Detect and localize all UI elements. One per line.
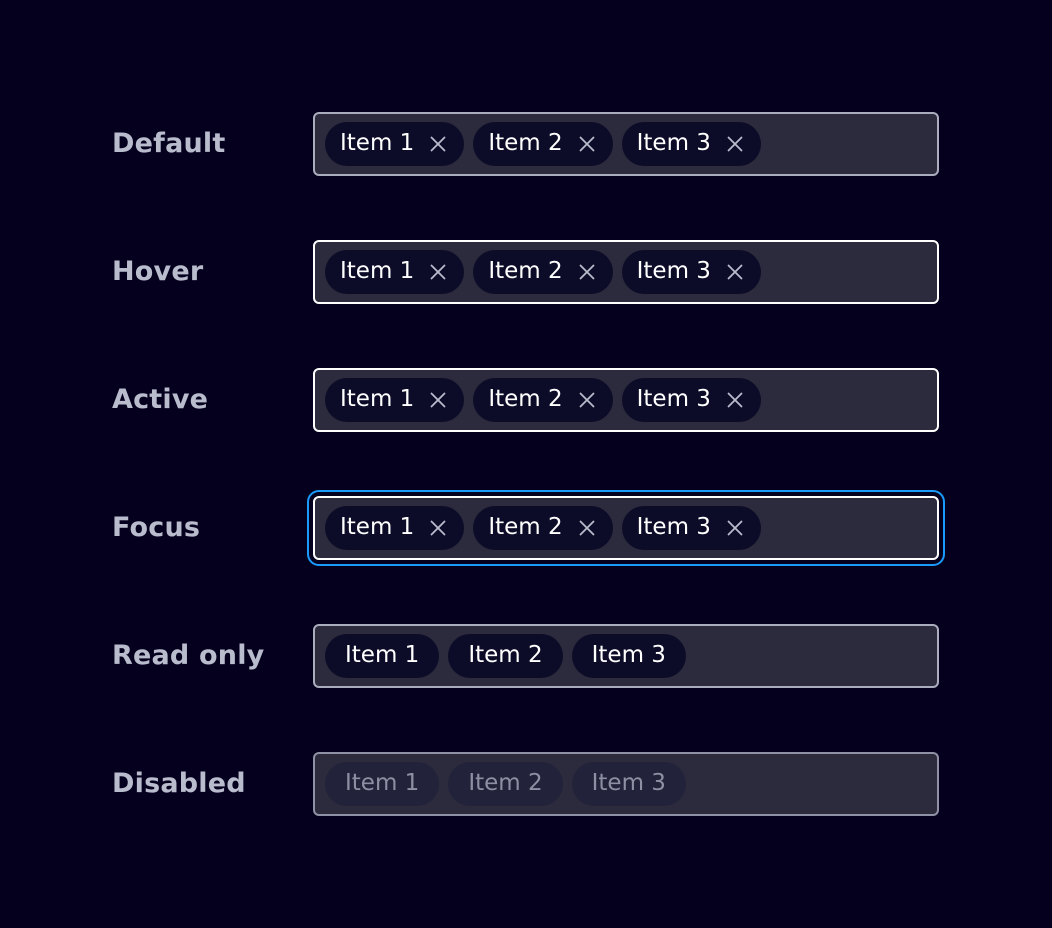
close-icon[interactable] [576, 133, 598, 155]
close-icon[interactable] [576, 517, 598, 539]
chip[interactable]: Item 3 [571, 634, 686, 678]
close-icon[interactable] [427, 517, 449, 539]
state-row-focus: Focus Item 1 Item 2 Item 3 [0, 490, 1052, 566]
chip[interactable]: Item 2 [473, 506, 613, 550]
chip-label: Item 3 [636, 129, 711, 156]
state-row-disabled: Disabled Item 1 Item 2 Item 3 [0, 752, 1052, 816]
chip: Item 1 [325, 762, 440, 806]
chip[interactable]: Item 2 [473, 250, 613, 294]
chip-label: Item 3 [591, 769, 666, 796]
state-label-focus: Focus [112, 512, 201, 543]
chip[interactable]: Item 1 [325, 506, 465, 550]
chip[interactable]: Item 2 [473, 122, 613, 166]
close-icon[interactable] [576, 389, 598, 411]
chip[interactable]: Item 2 [473, 378, 613, 422]
chip-field-hover[interactable]: Item 1 Item 2 Item 3 [313, 240, 939, 304]
close-icon[interactable] [724, 517, 746, 539]
chip-label: Item 3 [636, 513, 711, 540]
chip-label: Item 3 [636, 385, 711, 412]
chip-label: Item 1 [340, 257, 415, 284]
chip[interactable]: Item 1 [325, 634, 440, 678]
chip-label: Item 2 [488, 513, 563, 540]
chip-label: Item 1 [340, 129, 415, 156]
chip-label: Item 1 [340, 385, 415, 412]
chip-label: Item 1 [345, 769, 420, 796]
chip[interactable]: Item 3 [621, 122, 761, 166]
chip[interactable]: Item 1 [325, 122, 465, 166]
state-label-disabled: Disabled [112, 768, 246, 799]
state-label-default: Default [112, 128, 226, 159]
chip-label: Item 2 [488, 129, 563, 156]
chip[interactable]: Item 1 [325, 378, 465, 422]
chip-field-readonly[interactable]: Item 1 Item 2 Item 3 [313, 624, 939, 688]
chip-label: Item 2 [468, 769, 543, 796]
chip[interactable]: Item 3 [621, 506, 761, 550]
chip: Item 2 [448, 762, 563, 806]
state-label-hover: Hover [112, 256, 204, 287]
chip[interactable]: Item 1 [325, 250, 465, 294]
chip: Item 3 [571, 762, 686, 806]
chip-label: Item 1 [340, 513, 415, 540]
chip[interactable]: Item 2 [448, 634, 563, 678]
chip-label: Item 2 [488, 257, 563, 284]
close-icon[interactable] [427, 133, 449, 155]
chip[interactable]: Item 3 [621, 378, 761, 422]
state-row-hover: Hover Item 1 Item 2 Item 3 [0, 240, 1052, 304]
close-icon[interactable] [427, 261, 449, 283]
chip-label: Item 2 [468, 641, 543, 668]
chip-field-active[interactable]: Item 1 Item 2 Item 3 [313, 368, 939, 432]
chip-field-default[interactable]: Item 1 Item 2 Item 3 [313, 112, 939, 176]
state-row-default: Default Item 1 Item 2 Item 3 [0, 112, 1052, 176]
chip-label: Item 3 [591, 641, 666, 668]
chip-field-disabled: Item 1 Item 2 Item 3 [313, 752, 939, 816]
state-row-readonly: Read only Item 1 Item 2 Item 3 [0, 624, 1052, 688]
close-icon[interactable] [724, 133, 746, 155]
chip-field-focus[interactable]: Item 1 Item 2 Item 3 [307, 490, 945, 566]
close-icon[interactable] [427, 389, 449, 411]
state-row-active: Active Item 1 Item 2 Item 3 [0, 368, 1052, 432]
chip[interactable]: Item 3 [621, 250, 761, 294]
chip-label: Item 2 [488, 385, 563, 412]
chip-label: Item 1 [345, 641, 420, 668]
close-icon[interactable] [724, 261, 746, 283]
close-icon[interactable] [724, 389, 746, 411]
state-label-readonly: Read only [112, 640, 265, 671]
chip-label: Item 3 [636, 257, 711, 284]
close-icon[interactable] [576, 261, 598, 283]
state-label-active: Active [112, 384, 209, 415]
